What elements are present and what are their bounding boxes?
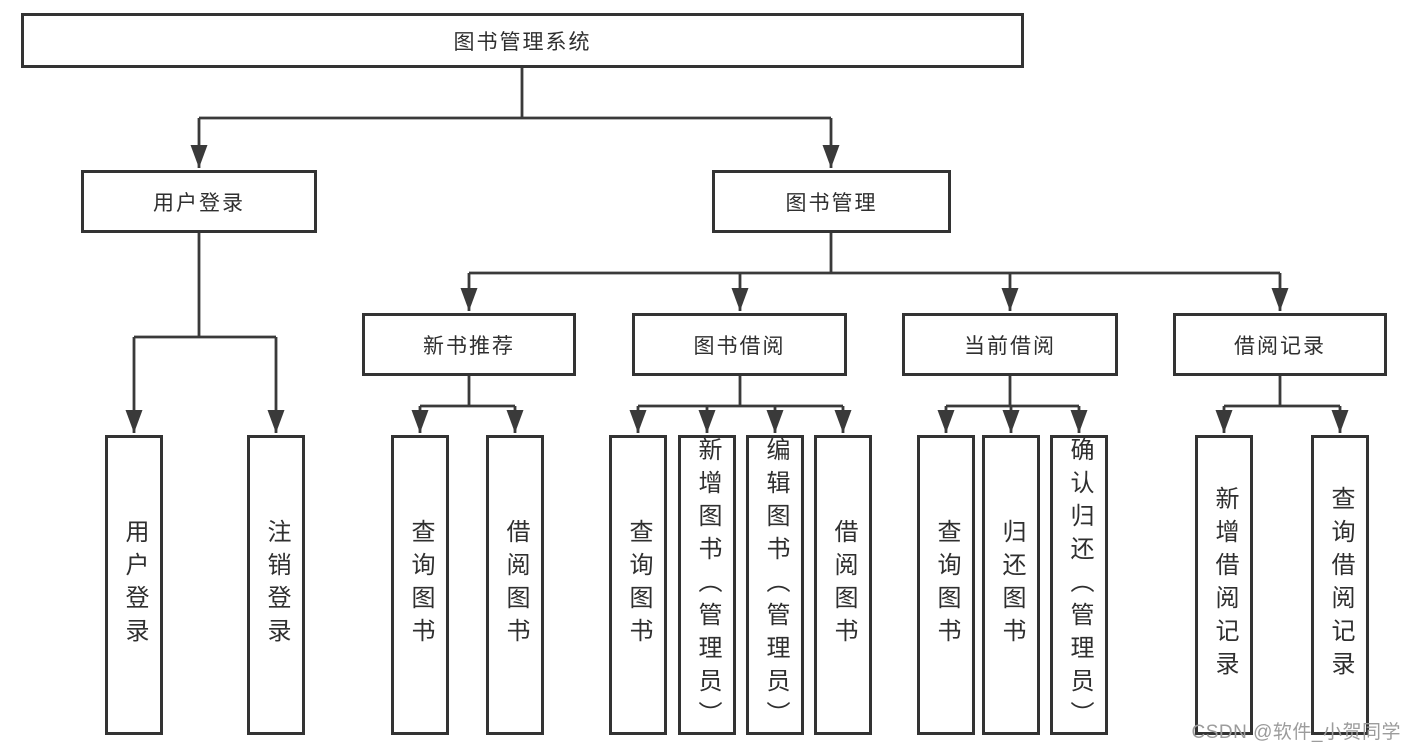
leaf-query-books-3: 查询图书 (917, 435, 975, 735)
node-book-management-label: 图书管理 (785, 191, 878, 215)
leaf-add-borrow-record-label: 新增借阅记录 (1211, 486, 1238, 684)
leaf-user-login: 用户登录 (105, 435, 163, 735)
leaf-return-books: 归还图书 (982, 435, 1040, 735)
connector-current-borrowing-split (946, 376, 1079, 408)
connector-new-book-split (420, 376, 515, 408)
leaf-user-login-label: 用户登录 (121, 519, 148, 651)
connector-user-login-split (134, 233, 276, 339)
node-book-management: 图书管理 (712, 170, 951, 233)
connector-root-split (199, 68, 831, 120)
leaf-query-borrow-record-label: 查询借阅记录 (1327, 486, 1354, 684)
node-current-borrowing: 当前借阅 (902, 313, 1118, 376)
leaf-logout-label: 注销登录 (263, 519, 290, 651)
leaf-edit-books-admin-label: 编辑图书（管理员） (762, 436, 789, 734)
node-new-book-recommendation: 新书推荐 (362, 313, 576, 376)
leaf-query-borrow-record: 查询借阅记录 (1311, 435, 1369, 735)
leaf-borrow-books-1-label: 借阅图书 (502, 519, 529, 651)
node-user-login: 用户登录 (81, 170, 317, 233)
leaf-borrow-books-2-label: 借阅图书 (830, 519, 857, 651)
leaf-query-books-1: 查询图书 (391, 435, 449, 735)
leaf-query-books-2: 查询图书 (609, 435, 667, 735)
leaf-add-books-admin: 新增图书（管理员） (678, 435, 736, 735)
leaf-logout: 注销登录 (247, 435, 305, 735)
leaf-add-borrow-record: 新增借阅记录 (1195, 435, 1253, 735)
connector-borrowing-records-split (1224, 376, 1340, 408)
leaf-borrow-books-1: 借阅图书 (486, 435, 544, 735)
leaf-borrow-books-2: 借阅图书 (814, 435, 872, 735)
node-current-borrowing-label: 当前借阅 (964, 334, 1056, 358)
leaf-query-books-3-label: 查询图书 (933, 519, 960, 651)
leaf-edit-books-admin: 编辑图书（管理员） (746, 435, 804, 735)
node-borrowing-records-label: 借阅记录 (1234, 334, 1326, 358)
connector-book-management-split (469, 233, 1280, 275)
leaf-confirm-return-admin-label: 确认归还（管理员） (1066, 436, 1093, 734)
node-library-system: 图书管理系统 (21, 13, 1024, 68)
leaf-add-books-admin-label: 新增图书（管理员） (694, 436, 721, 734)
connector-book-borrowing-split (638, 376, 843, 408)
watermark: CSDN @软件_小贺同学 (1191, 722, 1401, 743)
leaf-query-books-1-label: 查询图书 (407, 519, 434, 651)
node-book-borrowing-label: 图书借阅 (693, 334, 786, 358)
node-book-borrowing: 图书借阅 (632, 313, 847, 376)
node-borrowing-records: 借阅记录 (1173, 313, 1387, 376)
leaf-return-books-label: 归还图书 (998, 519, 1025, 651)
leaf-confirm-return-admin: 确认归还（管理员） (1050, 435, 1108, 735)
node-library-system-label: 图书管理系统 (453, 30, 592, 54)
leaf-query-books-2-label: 查询图书 (625, 519, 652, 651)
node-user-login-label: 用户登录 (153, 191, 245, 215)
node-new-book-recommendation-label: 新书推荐 (423, 334, 515, 358)
